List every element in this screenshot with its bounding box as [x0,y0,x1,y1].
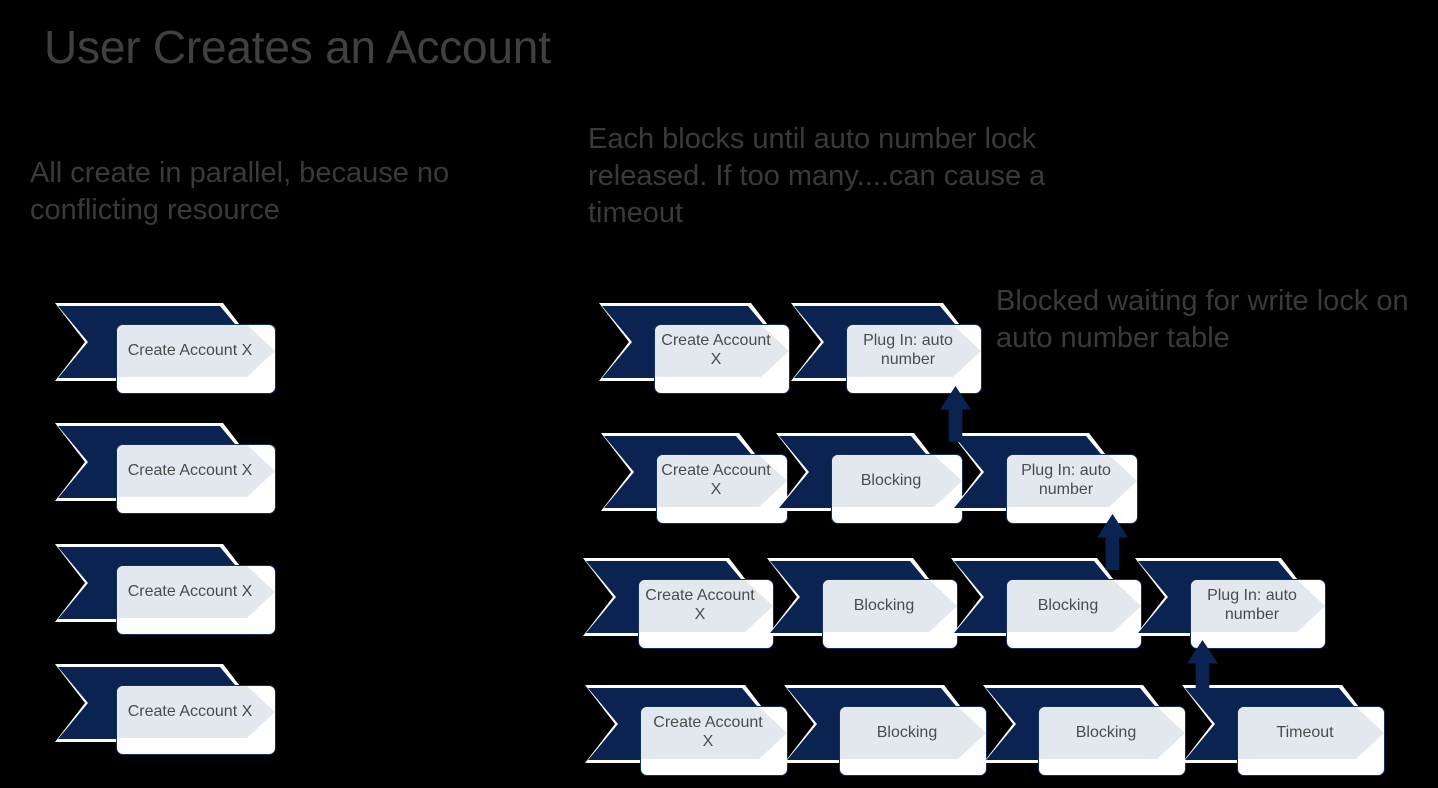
left-step-1-create-account-x[interactable]: Create Account X [58,306,276,394]
step-card[interactable]: Blocking [1006,579,1142,649]
step-card[interactable]: Create Account X [116,685,276,755]
step-card-band: Blocking [1039,707,1185,759]
step-card[interactable]: Blocking [839,706,987,776]
right-r2-step-1-create-account-x[interactable]: Create Account X [604,436,788,524]
step-label: Plug In: auto number [863,332,953,368]
step-label: Blocking [876,723,938,741]
right-r3-step-1-create-account-x[interactable]: Create Account X [586,561,774,649]
step-card[interactable]: Create Account X [656,454,788,524]
step-card[interactable]: Create Account X [116,565,276,635]
note-middle-blocking: Each blocks until auto number lock relea… [588,123,1046,229]
step-card[interactable]: Create Account X [654,324,790,394]
step-card[interactable]: Blocking [822,579,958,649]
note-left-parallel: All create in parallel, because no confl… [30,157,450,226]
step-label: Blocking [1037,596,1099,614]
left-step-3-create-account-x[interactable]: Create Account X [58,547,276,635]
step-label: Create Account X [661,462,771,498]
step-label: Create Account X [653,714,763,750]
step-card[interactable]: Blocking [1038,706,1186,776]
step-card-band: Create Account X [641,707,787,759]
step-card[interactable]: Create Account X [116,444,276,514]
step-card-band: Create Account X [117,686,275,738]
right-r4-step-2-blocking[interactable]: Blocking [787,688,987,776]
right-r3-step-2-blocking[interactable]: Blocking [770,561,958,649]
right-r4-step-1-create-account-x[interactable]: Create Account X [588,688,788,776]
note-right-lock: Blocked waiting for write lock on auto n… [996,285,1409,354]
step-card[interactable]: Plug In: auto number [1006,454,1138,524]
right-r2-step-3-plug-in-auto-number[interactable]: Plug In: auto number [954,436,1138,524]
right-r2-step-2-blocking[interactable]: Blocking [779,436,963,524]
step-card-band: Create Account X [117,566,275,618]
step-card-band: Blocking [832,455,962,507]
step-card-band: Blocking [1007,580,1141,632]
step-card-band: Create Account X [655,325,789,377]
step-card[interactable]: Plug In: auto number [1190,579,1326,649]
step-card[interactable]: Create Account X [640,706,788,776]
right-r1-step-1-create-account-x[interactable]: Create Account X [602,306,790,394]
left-step-2-create-account-x[interactable]: Create Account X [58,426,276,514]
step-card[interactable]: Plug In: auto number [846,324,982,394]
step-card-band: Plug In: auto number [847,325,981,377]
step-label: Plug In: auto number [1021,462,1111,498]
step-label: Create Account X [127,341,253,359]
step-label: Timeout [1276,723,1334,741]
step-card-band: Blocking [823,580,957,632]
step-label: Blocking [1075,723,1137,741]
step-card[interactable]: Create Account X [638,579,774,649]
right-r3-step-3-blocking[interactable]: Blocking [954,561,1142,649]
step-label: Blocking [853,596,915,614]
step-label: Create Account X [645,587,755,623]
step-label: Blocking [860,471,922,489]
step-card[interactable]: Timeout [1237,706,1385,776]
step-label: Create Account X [127,461,253,479]
step-card-band: Plug In: auto number [1007,455,1137,507]
step-card-band: Plug In: auto number [1191,580,1325,632]
step-card-band: Create Account X [117,445,275,497]
page-title: User Creates an Account [44,21,551,73]
step-card-band: Create Account X [639,580,773,632]
step-card-band: Blocking [840,707,986,759]
step-card-band: Timeout [1238,707,1384,759]
step-card-band: Create Account X [657,455,787,507]
right-r4-step-4-timeout[interactable]: Timeout [1185,688,1385,776]
right-r1-step-2-plug-in-auto-number[interactable]: Plug In: auto number [794,306,982,394]
right-r4-step-3-blocking[interactable]: Blocking [986,688,1186,776]
right-r3-step-4-plug-in-auto-number[interactable]: Plug In: auto number [1138,561,1326,649]
step-label: Plug In: auto number [1207,587,1297,623]
step-label: Create Account X [127,582,253,600]
step-card[interactable]: Create Account X [116,324,276,394]
left-step-4-create-account-x[interactable]: Create Account X [58,667,276,755]
step-card-band: Create Account X [117,325,275,377]
step-card[interactable]: Blocking [831,454,963,524]
step-label: Create Account X [661,332,771,368]
step-label: Create Account X [127,702,253,720]
